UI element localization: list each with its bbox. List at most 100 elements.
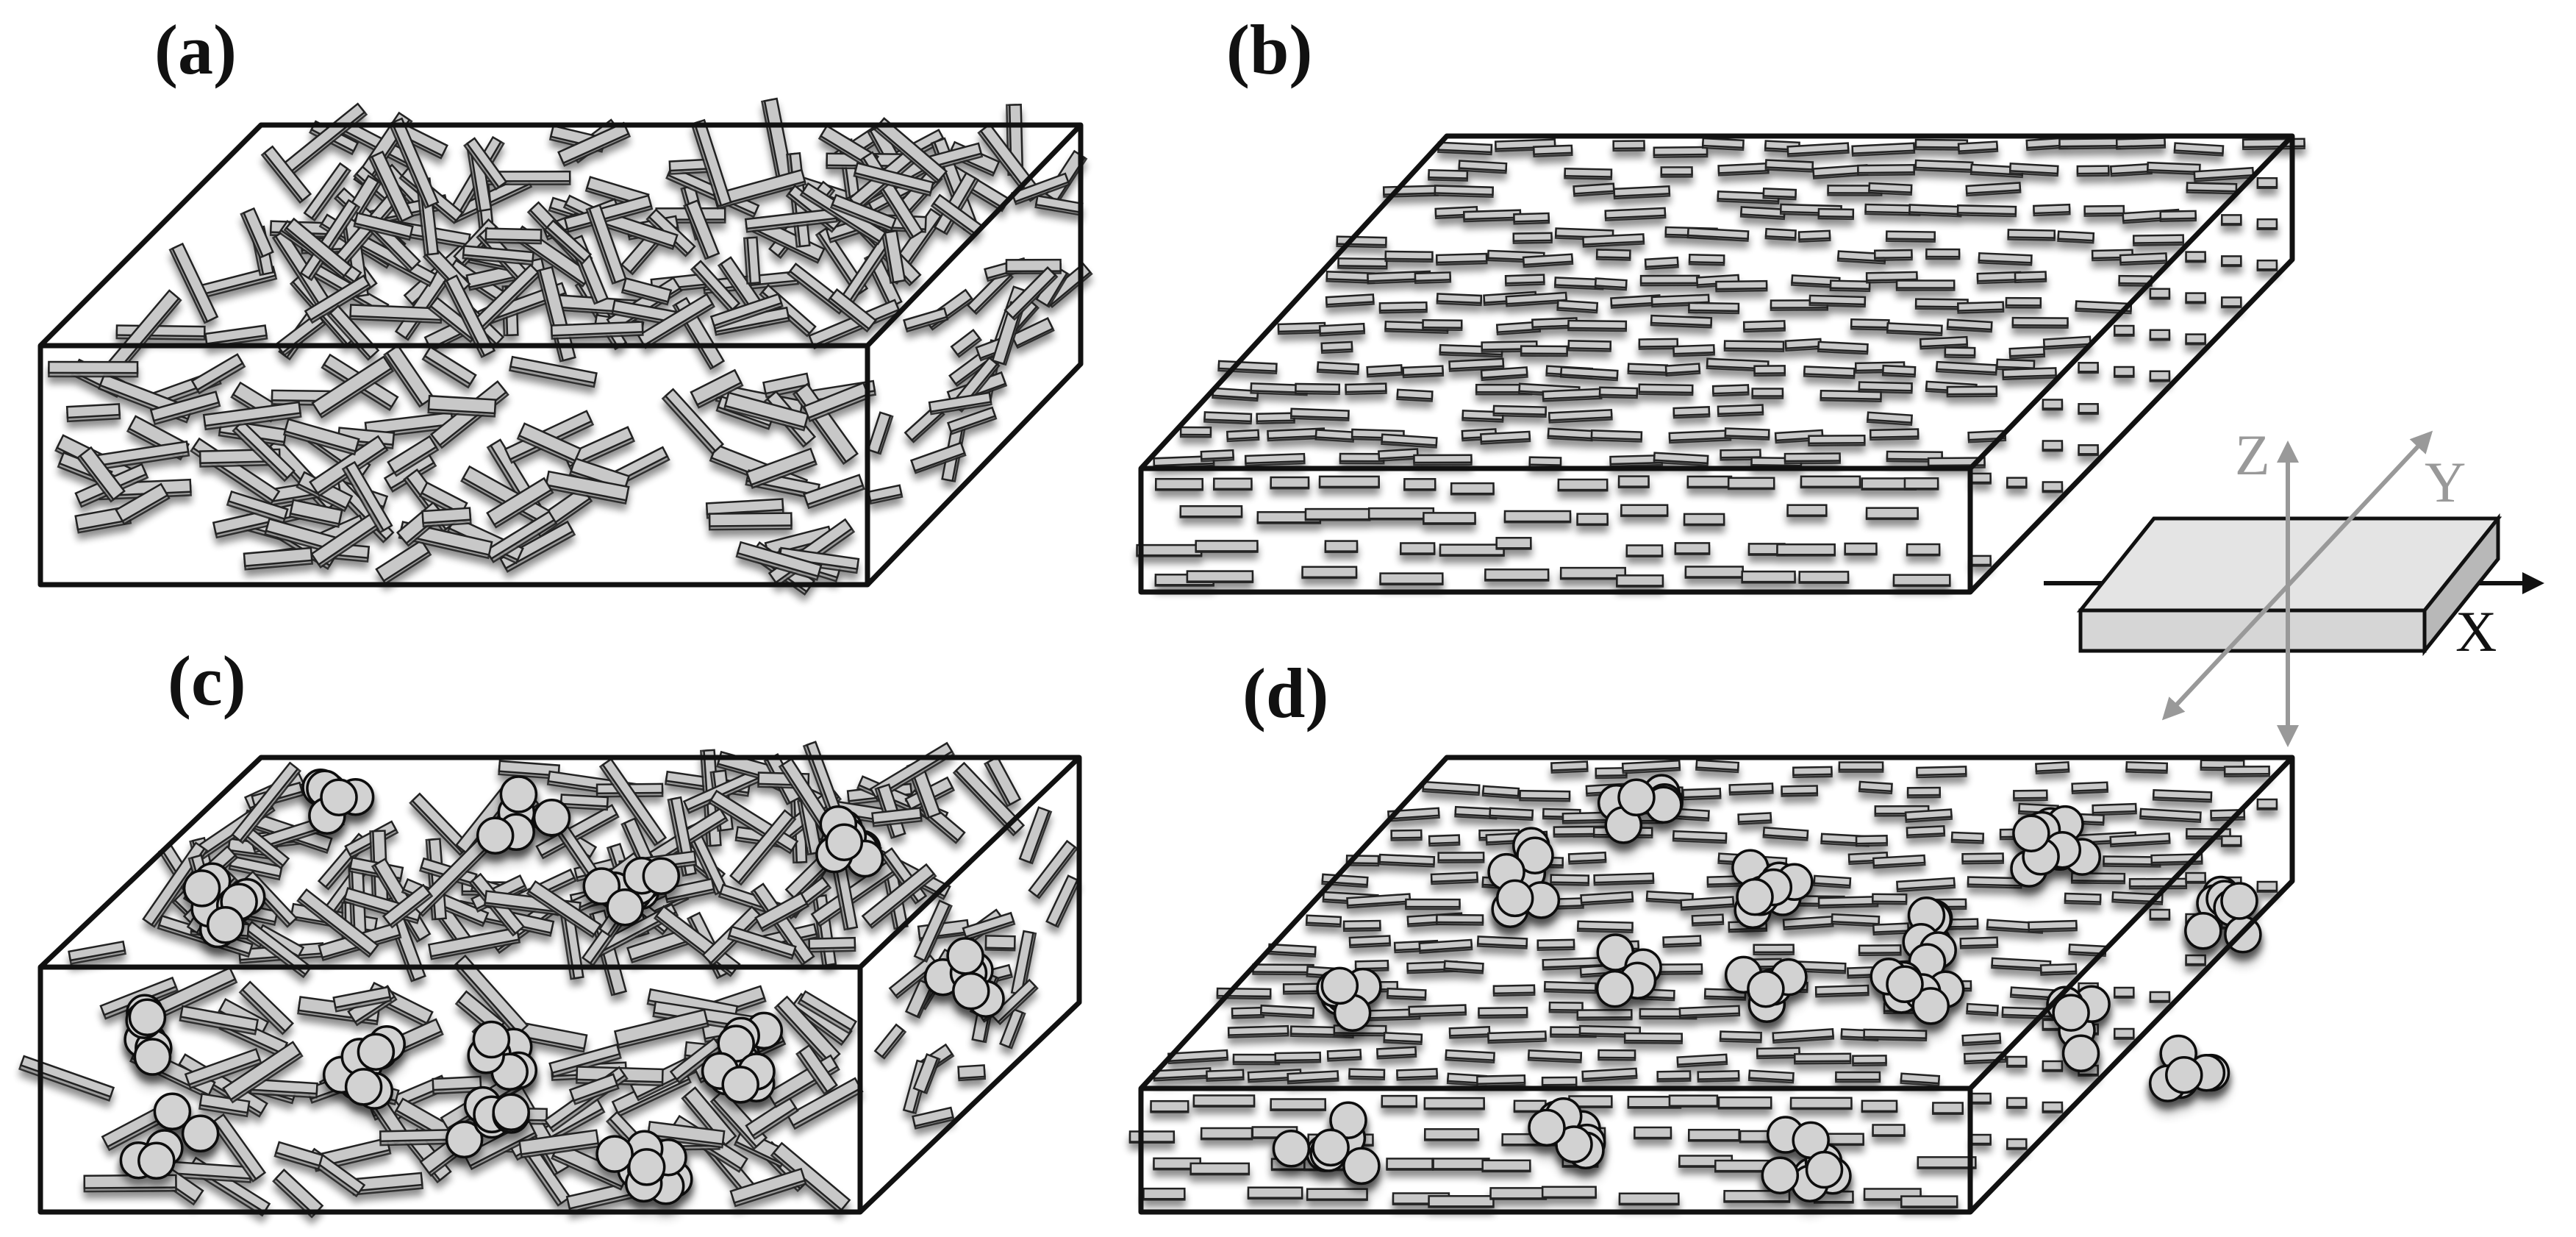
platelet <box>1541 1186 1597 1199</box>
platelet <box>1906 786 1942 799</box>
platelet <box>1553 277 1604 290</box>
platelet <box>1153 1067 1212 1082</box>
platelet <box>1381 433 1438 449</box>
platelet <box>1742 320 1786 333</box>
sphere-cluster <box>301 769 375 835</box>
platelet <box>375 539 432 585</box>
platelet <box>1616 574 1664 588</box>
platelet <box>1814 984 1870 998</box>
platelet <box>950 328 983 358</box>
platelet <box>1378 448 1419 462</box>
platelet <box>729 809 797 886</box>
platelet <box>2128 877 2188 890</box>
platelet <box>260 145 312 204</box>
platelet <box>2071 872 2126 885</box>
platelet <box>1424 1128 1480 1141</box>
platelet <box>1484 568 1550 582</box>
platelet <box>2028 919 2078 933</box>
platelet <box>1028 839 1078 899</box>
platelet <box>1917 1156 1977 1169</box>
platelet <box>65 403 121 423</box>
sphere-cluster <box>2046 985 2111 1073</box>
box-outline-d <box>1138 755 2295 1215</box>
box-side-edges <box>1968 136 2295 594</box>
platelet <box>310 512 382 569</box>
sphere-cluster <box>1316 966 1382 1033</box>
sphere-cluster <box>1731 849 1814 930</box>
platelet <box>1434 185 1495 199</box>
platelet <box>2119 252 2168 266</box>
platelet <box>349 304 443 324</box>
platelet <box>1277 321 1326 335</box>
filler-sphere <box>499 775 538 813</box>
platelet <box>867 411 894 455</box>
platelet <box>1326 1049 1362 1062</box>
filler-sphere <box>642 857 681 895</box>
platelet <box>1428 168 1469 182</box>
sphere-cluster <box>2184 875 2262 954</box>
platelet <box>690 368 744 409</box>
platelet <box>1520 345 1568 357</box>
platelet <box>712 168 807 210</box>
platelet <box>1950 831 1985 844</box>
platelet <box>1872 922 1910 935</box>
box-top-edges <box>38 122 1084 348</box>
platelet <box>598 757 668 846</box>
platelet <box>2078 444 2099 457</box>
platelet <box>1684 566 1744 579</box>
platelet <box>1346 893 1412 909</box>
platelet <box>1650 314 1713 329</box>
sphere-cluster <box>1761 1116 1852 1202</box>
platelet <box>1813 874 1852 889</box>
platelet <box>563 194 654 233</box>
sphere-cluster <box>1724 955 1808 1023</box>
platelet <box>1259 1004 1315 1019</box>
platelet <box>1348 1068 1386 1081</box>
panel-label-d: (d) <box>1242 654 1328 732</box>
platelet <box>2042 440 2064 452</box>
platelet <box>2042 481 2064 493</box>
platelet <box>2185 954 2206 966</box>
sphere-cluster <box>467 1020 538 1091</box>
platelet <box>1668 1094 1719 1108</box>
platelet <box>1481 1159 1531 1173</box>
platelet <box>1919 335 1969 350</box>
platelet <box>1717 1096 1772 1110</box>
platelet <box>1396 388 1434 402</box>
platelet <box>1018 806 1053 865</box>
platelet <box>1011 172 1070 206</box>
platelet <box>283 217 354 279</box>
platelet <box>1798 571 1850 584</box>
platelet <box>1267 943 1317 958</box>
platelet <box>2185 251 2206 263</box>
platelet <box>1723 1190 1791 1203</box>
filler-sphere <box>1528 1108 1566 1147</box>
platelet <box>282 418 360 456</box>
platelet <box>2011 316 2069 329</box>
platelet <box>1900 1195 1958 1209</box>
sphere-cluster <box>1272 1101 1381 1186</box>
platelet <box>1965 182 2022 197</box>
platelet <box>2185 333 2206 346</box>
box-outline-b <box>1138 133 2295 595</box>
platelet <box>1305 914 1342 928</box>
platelet <box>957 1064 987 1082</box>
platelet <box>952 761 1026 837</box>
platelet <box>962 911 1016 941</box>
filler-sphere <box>946 937 984 975</box>
platelet <box>1342 919 1381 933</box>
filler-sphere <box>1911 987 1950 1025</box>
platelet <box>518 1129 600 1159</box>
platelet <box>1855 835 1889 847</box>
platelet <box>1542 388 1603 402</box>
platelet <box>106 289 182 374</box>
platelet <box>1445 1049 1495 1064</box>
platelet <box>1872 893 1908 905</box>
platelet <box>1556 299 1599 314</box>
platelet <box>1858 381 1913 394</box>
platelet <box>1935 360 1998 376</box>
platelet <box>1598 1049 1636 1061</box>
platelet <box>1776 543 1836 557</box>
platelet <box>1797 229 1831 243</box>
platelet <box>1717 404 1764 418</box>
